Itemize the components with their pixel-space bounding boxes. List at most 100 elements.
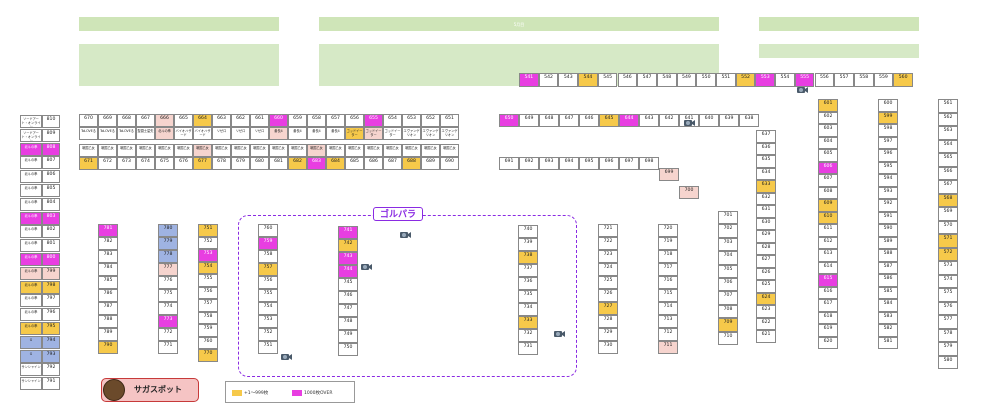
machine-cell[interactable]: 804: [42, 197, 60, 211]
machine-cell[interactable]: 737: [518, 264, 538, 277]
machine-cell[interactable]: 723: [598, 250, 618, 263]
machine-cell[interactable]: 576: [938, 301, 958, 315]
machine-cell[interactable]: 700: [679, 186, 699, 199]
machine-cell[interactable]: 606: [818, 161, 838, 174]
machine-cell[interactable]: 戦国乙女: [193, 144, 212, 157]
machine-cell[interactable]: 754: [258, 302, 278, 315]
machine-cell[interactable]: 805: [42, 184, 60, 197]
machine-cell[interactable]: 802: [42, 225, 60, 239]
machine-cell[interactable]: 678: [212, 157, 231, 170]
machine-cell[interactable]: 787: [98, 302, 118, 315]
machine-cell[interactable]: 696: [599, 157, 619, 170]
machine-cell[interactable]: リゼロ: [250, 127, 269, 140]
machine-cell[interactable]: 番長4: [288, 127, 307, 140]
machine-cell[interactable]: リゼロ: [231, 127, 250, 140]
machine-cell[interactable]: 689: [421, 157, 440, 170]
machine-cell[interactable]: ゴッドイーター: [345, 127, 364, 140]
machine-cell[interactable]: 620: [818, 336, 838, 349]
machine-cell[interactable]: 679: [231, 157, 250, 170]
machine-cell[interactable]: 戦国乙女: [231, 144, 250, 157]
machine-cell[interactable]: 573: [938, 261, 958, 275]
machine-cell[interactable]: 541: [519, 73, 539, 87]
machine-cell[interactable]: 625: [756, 280, 776, 293]
machine-cell[interactable]: 627: [756, 255, 776, 268]
machine-cell[interactable]: 北斗の拳: [20, 142, 42, 156]
machine-cell[interactable]: 北斗の拳: [20, 308, 42, 322]
machine-cell[interactable]: 561: [938, 99, 958, 113]
machine-cell[interactable]: 664: [193, 114, 212, 127]
machine-cell[interactable]: ToLOVEる: [98, 127, 117, 140]
machine-cell[interactable]: 608: [818, 186, 838, 199]
machine-cell[interactable]: 戦国乙女: [250, 144, 269, 157]
machine-cell[interactable]: 729: [598, 328, 618, 341]
machine-cell[interactable]: 702: [718, 224, 738, 238]
machine-cell[interactable]: 610: [818, 211, 838, 224]
machine-cell[interactable]: 北斗の拳: [20, 253, 42, 266]
machine-cell[interactable]: エヴァンゲリオン: [421, 127, 440, 140]
machine-cell[interactable]: 580: [938, 355, 958, 369]
machine-cell[interactable]: 728: [598, 315, 618, 328]
machine-cell[interactable]: ToLOVEる: [79, 127, 98, 140]
machine-cell[interactable]: 688: [402, 157, 421, 170]
machine-cell[interactable]: 571: [938, 234, 958, 248]
machine-cell[interactable]: 581: [878, 336, 898, 349]
machine-cell[interactable]: ゴッドイーター: [383, 127, 402, 140]
machine-cell[interactable]: 701: [718, 211, 738, 225]
machine-cell[interactable]: 595: [878, 161, 898, 174]
machine-cell[interactable]: 746: [338, 291, 358, 304]
machine-cell[interactable]: 794: [42, 335, 60, 349]
machine-cell[interactable]: 745: [338, 278, 358, 291]
machine-cell[interactable]: バイオハザード: [174, 127, 193, 140]
machine-cell[interactable]: 北斗の拳: [20, 225, 42, 239]
machine-cell[interactable]: 548: [656, 73, 677, 87]
machine-cell[interactable]: 北斗の拳: [20, 184, 42, 197]
machine-cell[interactable]: 570: [938, 220, 958, 234]
machine-cell[interactable]: 588: [878, 249, 898, 262]
machine-cell[interactable]: 692: [519, 157, 539, 170]
machine-cell[interactable]: 740: [518, 225, 538, 238]
machine-cell[interactable]: 637: [756, 130, 776, 143]
machine-cell[interactable]: 753: [198, 249, 218, 262]
machine-cell[interactable]: 542: [538, 73, 559, 87]
machine-cell[interactable]: 578: [938, 328, 958, 342]
machine-cell[interactable]: 660: [269, 114, 288, 127]
machine-cell[interactable]: 708: [718, 304, 738, 319]
machine-cell[interactable]: 613: [818, 249, 838, 262]
machine-cell[interactable]: 北斗の拳: [20, 266, 42, 280]
machine-cell[interactable]: 736: [518, 277, 538, 290]
machine-cell[interactable]: 623: [756, 305, 776, 318]
machine-cell[interactable]: 777: [158, 263, 178, 276]
machine-cell[interactable]: 戦国乙女: [364, 144, 383, 157]
machine-cell[interactable]: エヴァンゲリオン: [402, 127, 421, 140]
machine-cell[interactable]: 640: [699, 114, 719, 127]
machine-cell[interactable]: 683: [307, 157, 326, 170]
machine-cell[interactable]: 789: [98, 328, 118, 341]
machine-cell[interactable]: 戦国乙女: [117, 144, 136, 157]
machine-cell[interactable]: 722: [598, 237, 618, 250]
machine-cell[interactable]: 579: [938, 342, 958, 356]
machine-cell[interactable]: 631: [756, 205, 776, 218]
machine-cell[interactable]: 783: [98, 250, 118, 263]
machine-cell[interactable]: 656: [345, 114, 364, 127]
machine-cell[interactable]: 680: [250, 157, 269, 170]
machine-cell[interactable]: 559: [873, 73, 894, 87]
machine-cell[interactable]: 599: [878, 111, 898, 124]
machine-cell[interactable]: 624: [756, 292, 776, 305]
machine-cell[interactable]: G: [20, 349, 42, 363]
machine-cell[interactable]: 629: [756, 230, 776, 243]
machine-cell[interactable]: 662: [231, 114, 250, 127]
machine-cell[interactable]: 戦国乙女: [212, 144, 231, 157]
machine-cell[interactable]: 戦国乙女: [79, 144, 98, 157]
machine-cell[interactable]: 774: [158, 302, 178, 315]
machine-cell[interactable]: 731: [518, 342, 538, 355]
machine-cell[interactable]: 655: [364, 114, 383, 127]
machine-cell[interactable]: 784: [98, 263, 118, 276]
machine-cell[interactable]: 801: [42, 239, 60, 253]
machine-cell[interactable]: エヴァンゲリオン: [440, 127, 459, 140]
machine-cell[interactable]: 781: [98, 224, 118, 237]
machine-cell[interactable]: 749: [338, 330, 358, 343]
machine-cell[interactable]: 710: [718, 331, 738, 345]
machine-cell[interactable]: 574: [938, 274, 958, 288]
machine-cell[interactable]: 591: [878, 211, 898, 224]
machine-cell[interactable]: 791: [42, 377, 60, 391]
